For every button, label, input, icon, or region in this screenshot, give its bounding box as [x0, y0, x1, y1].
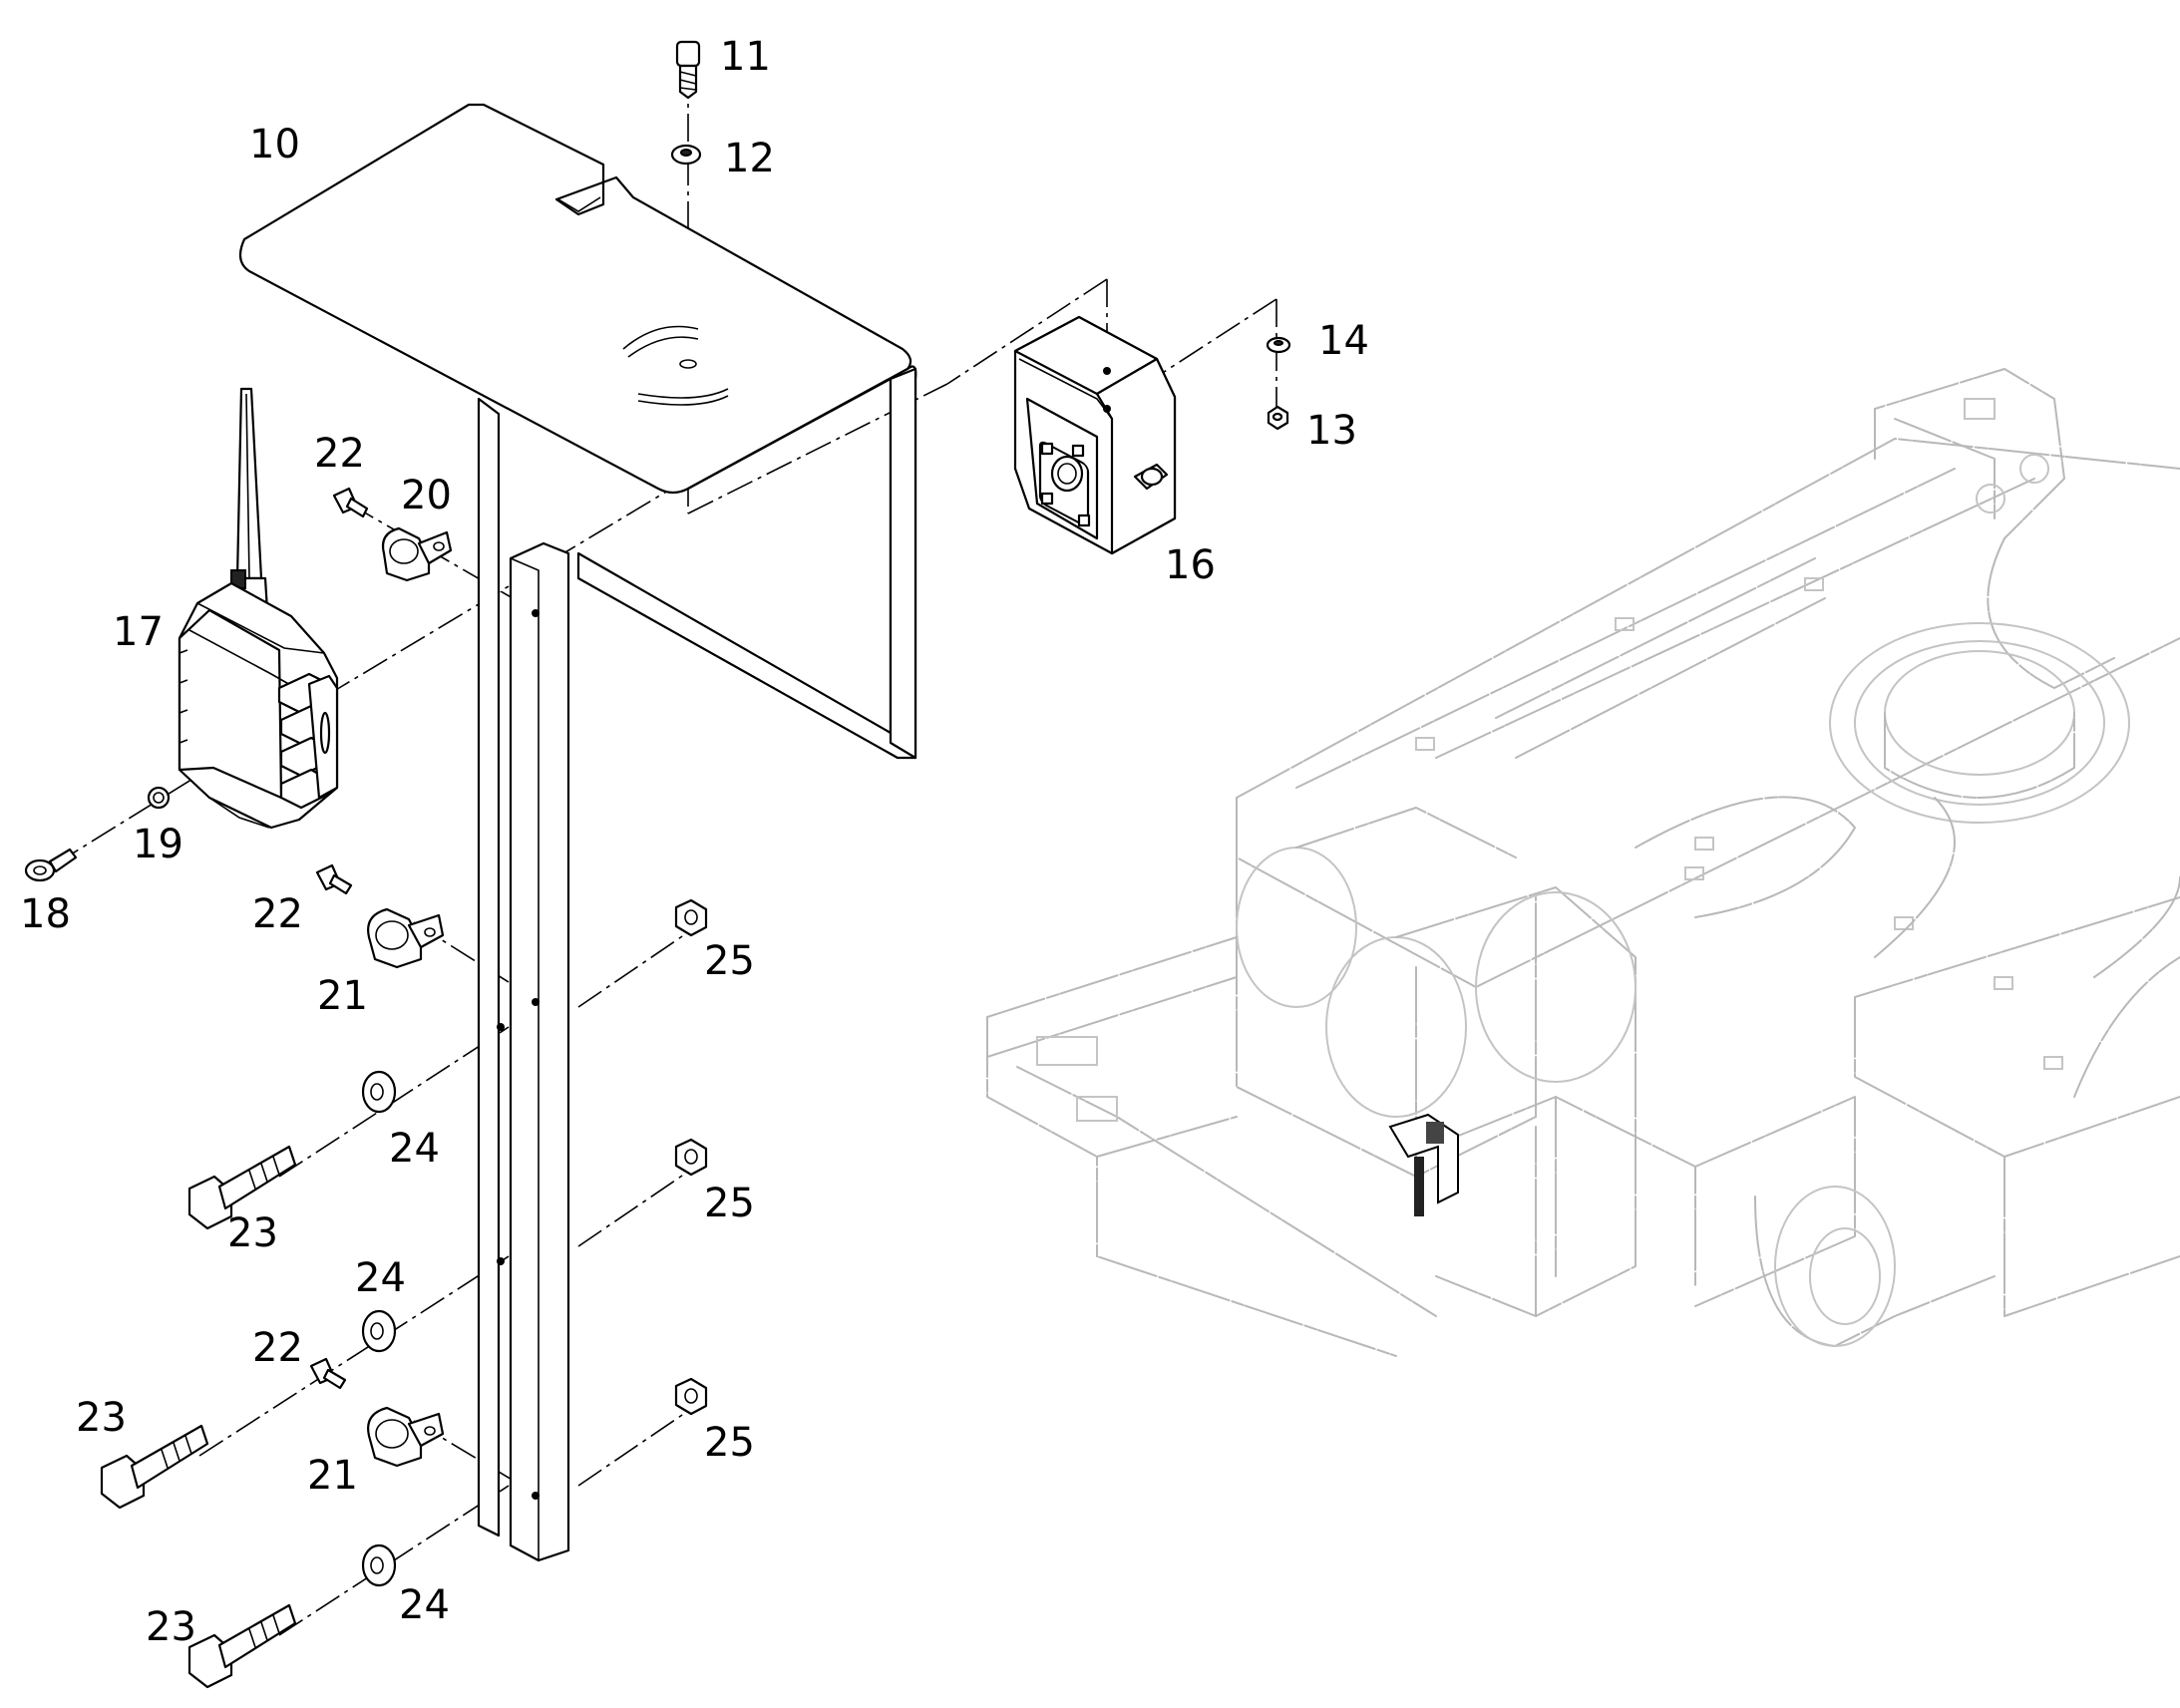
clamp-21-lower: [367, 1406, 445, 1468]
callout-19: 19: [133, 822, 183, 867]
mounting-bar: [497, 541, 570, 1562]
callout-22-middle: 22: [252, 891, 303, 937]
clamp-20: [381, 526, 453, 582]
washer-19: [147, 786, 171, 810]
callout-24-lower: 24: [399, 1582, 450, 1628]
callout-22-upper: 22: [314, 431, 365, 477]
screw-22-lower: [309, 1357, 347, 1390]
nut-25-lower: [674, 1377, 708, 1416]
callout-25-middle: 25: [704, 1181, 755, 1226]
camera-unit-16: [1013, 315, 1177, 555]
callout-labels: 10 11 12 14 13 16 17 18 19 20 22 22 22 2…: [20, 34, 1369, 1650]
callout-14: 14: [1318, 318, 1369, 364]
callout-11: 11: [720, 34, 771, 80]
clamp-21-upper: [367, 907, 445, 969]
callout-10: 10: [249, 122, 300, 168]
callout-25-lower: 25: [704, 1420, 755, 1466]
callout-23-lower: 23: [146, 1604, 196, 1650]
bolt-23-middle: [100, 1424, 209, 1510]
washer-24-lower: [361, 1543, 397, 1587]
screw-22-upper: [332, 487, 369, 518]
callout-21-lower: 21: [307, 1453, 358, 1499]
callout-24-middle: 24: [355, 1255, 406, 1301]
callout-20: 20: [401, 473, 452, 518]
callout-16: 16: [1165, 542, 1216, 588]
callout-13: 13: [1306, 408, 1357, 454]
callout-12: 12: [724, 136, 775, 181]
screw-22-middle: [315, 863, 353, 895]
callout-23-upper: 23: [227, 1210, 278, 1256]
washer-24-middle: [361, 1309, 397, 1353]
callout-24-upper: 24: [389, 1126, 440, 1172]
radio-module-17: [178, 387, 339, 830]
nut-13: [1267, 405, 1289, 431]
callout-18: 18: [20, 891, 71, 937]
callout-17: 17: [113, 609, 164, 655]
callout-22-lower: 22: [252, 1325, 303, 1371]
washer-24-upper: [361, 1070, 397, 1114]
callout-21-upper: 21: [317, 973, 368, 1019]
nut-25-upper: [674, 898, 708, 937]
callout-23-middle: 23: [76, 1395, 127, 1441]
screw-11: [675, 40, 701, 100]
nut-25-middle: [674, 1138, 708, 1177]
washer-12: [670, 144, 702, 166]
bolt-23-upper: [187, 1145, 297, 1230]
bracket-plate: [238, 103, 917, 1537]
screw-18: [24, 848, 78, 882]
washer-14: [1266, 336, 1291, 354]
callout-25-upper: 25: [704, 938, 755, 984]
bolt-23-lower: [187, 1603, 297, 1689]
machine-frame-ghost: [986, 368, 2180, 1357]
